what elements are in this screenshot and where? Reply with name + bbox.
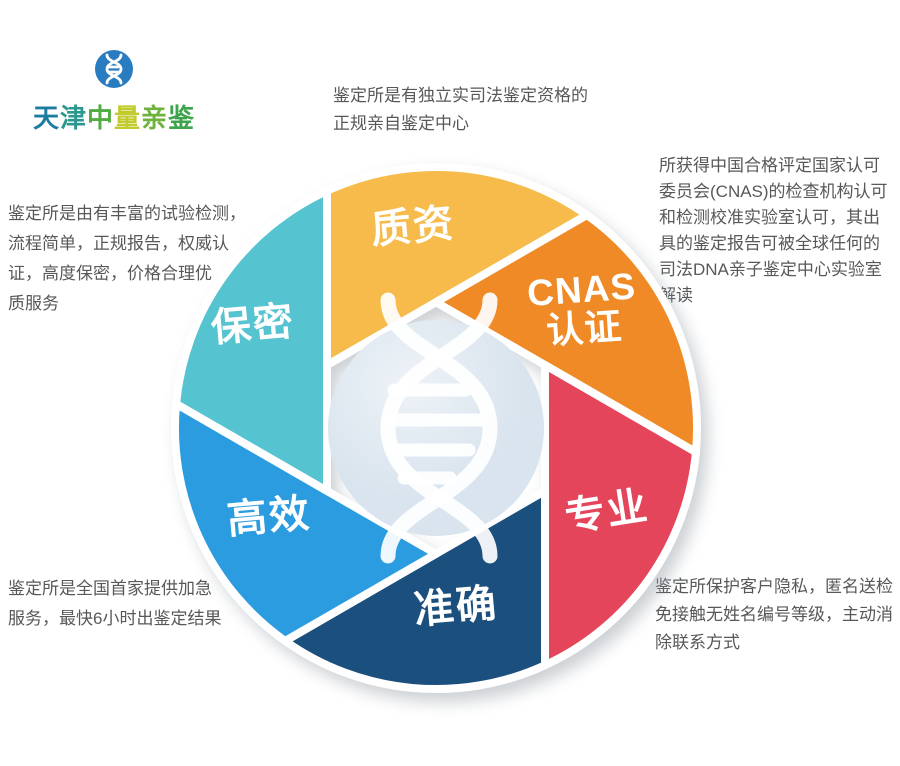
segment-efficient (170, 399, 441, 645)
segment-professional (540, 361, 700, 670)
brand-name-char: 中 (86, 103, 114, 133)
center-disc-highlight (328, 320, 544, 536)
brand-name-char: 鉴 (168, 103, 196, 133)
note-qualification: 鉴定所是有独立实司法鉴定资格的 正规亲自鉴定中心 (333, 86, 588, 133)
brand-block: 天津中量亲鉴 (24, 48, 204, 135)
brand-name-char: 天 (32, 103, 60, 133)
note-cnas: 所获得中国合格评定国家认可 委员会(CNAS)的检查机构认可 和检测校准实验室认… (659, 156, 888, 305)
segment-label-quality: 质资 (369, 201, 457, 253)
note-efficient: 鉴定所是全国首家提供加急 服务，最快6小时出鉴定结果 (8, 579, 222, 628)
segment-label-confidential: 保密 (209, 299, 297, 351)
note-confidential: 鉴定所是由有丰富的试验检测， 流程简单，正规报告，权威认 证，高度保密，价格合理… (8, 204, 246, 313)
dna-icon (95, 50, 133, 88)
segment-confidential (172, 186, 332, 495)
note-professional: 鉴定所保护客户隐私，匿名送检 免接触无姓名编号等级，主动消 除联系方式 (655, 577, 893, 652)
segment-label-cnas: CNAS 认证 (525, 265, 638, 352)
segment-label-efficient: 高效 (225, 491, 313, 543)
brand-name-char: 亲 (141, 103, 169, 133)
brand-name-char: 津 (59, 103, 87, 133)
dna-icon (380, 292, 498, 564)
brand-name: 天津中量亲鉴 (24, 98, 204, 135)
brand-name-char: 量 (114, 103, 142, 133)
segment-cnas (431, 211, 702, 457)
segment-label-accurate: 准确 (412, 581, 500, 633)
